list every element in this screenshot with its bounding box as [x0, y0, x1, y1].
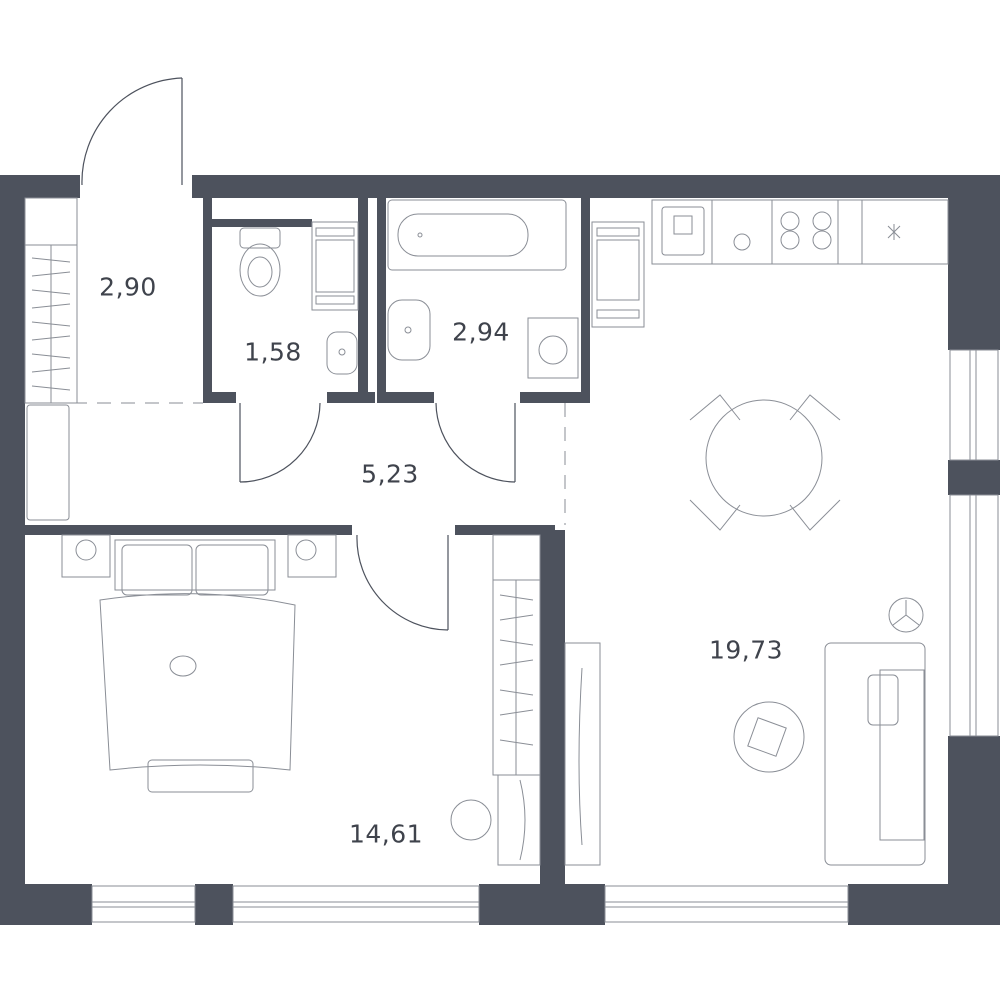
bath-towel-rail-icon — [591, 221, 645, 328]
kitchen-counter-icon — [651, 199, 949, 265]
sofa-icon — [824, 642, 926, 866]
heated-towel-rail-icon — [311, 221, 359, 311]
bath-sink-icon — [387, 299, 431, 361]
windows — [91, 349, 999, 923]
room-area-toilet: 1,58 — [244, 337, 302, 367]
doors — [81, 77, 516, 631]
washing-machine-icon — [527, 317, 579, 379]
room-area-bathroom: 2,94 — [452, 317, 510, 347]
tv-stand-icon — [564, 642, 601, 866]
room-area-corridor: 5,23 — [361, 459, 419, 489]
hall-wardrobe-icon — [24, 197, 78, 404]
room-area-kitchen-living: 19,73 — [708, 635, 784, 665]
furniture — [24, 197, 949, 866]
room-area-hallway: 2,90 — [99, 272, 157, 302]
dining-table-icon — [689, 394, 841, 531]
rug-icon — [147, 759, 254, 793]
sink-icon — [326, 331, 358, 375]
zone-dividers — [25, 402, 566, 525]
mirror-icon — [497, 774, 541, 866]
nightstand-icon — [61, 534, 337, 578]
bench-icon — [26, 404, 70, 521]
toilet-icon — [239, 227, 281, 297]
bathtub-icon — [387, 199, 567, 271]
walls — [0, 175, 1000, 925]
bedroom-wardrobe-icon — [492, 534, 541, 776]
round-mirror-icon — [450, 799, 492, 841]
coffee-table-icon — [733, 701, 805, 773]
room-area-bedroom: 14,61 — [348, 819, 424, 849]
bed-icon — [99, 539, 296, 771]
armchair-icon — [888, 597, 924, 633]
